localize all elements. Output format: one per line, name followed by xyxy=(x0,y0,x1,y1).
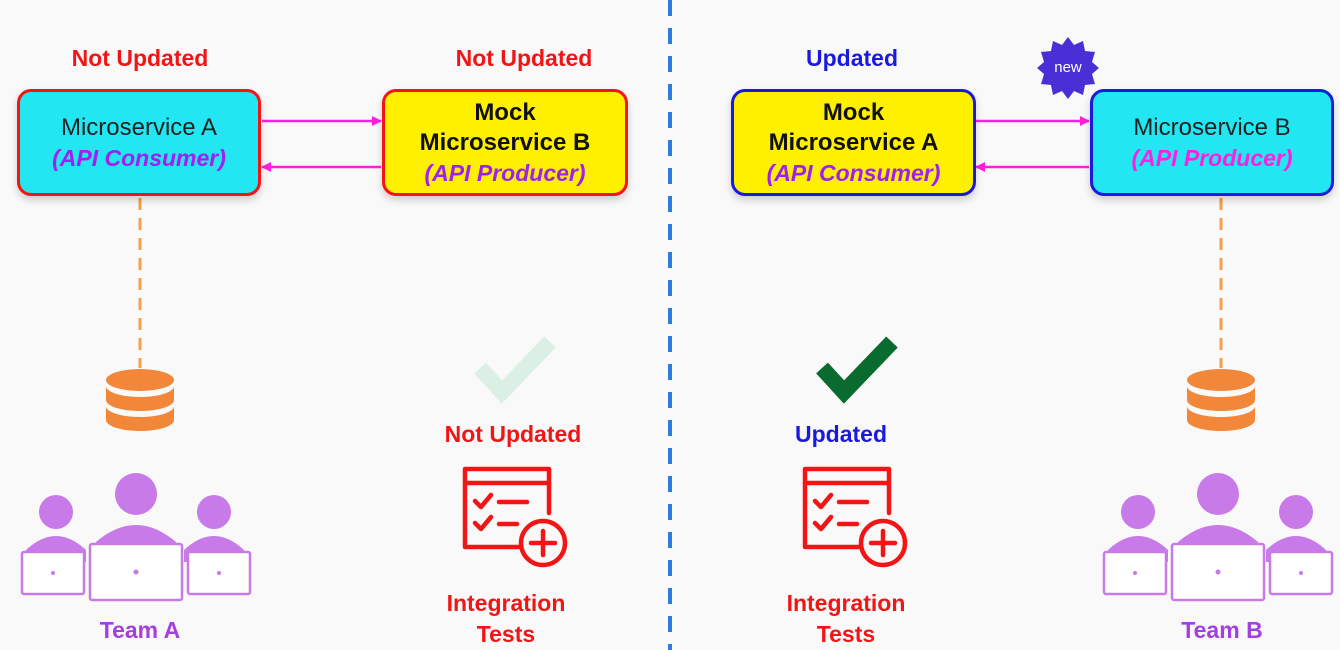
microservice-a-box: Microservice A (API Consumer) xyxy=(17,89,261,196)
mock-microservice-b-box: Mock Microservice B (API Producer) xyxy=(382,89,628,196)
microservice-b-box: Microservice B (API Producer) xyxy=(1090,89,1334,196)
microservice-b-role: (API Producer) xyxy=(1131,144,1293,171)
mock-microservice-b-role: (API Producer) xyxy=(424,159,586,186)
status-consumer-right: Updated xyxy=(806,45,898,71)
microservice-a-role: (API Consumer) xyxy=(52,144,226,171)
database-icon xyxy=(106,369,174,431)
integration-tests-icon xyxy=(462,466,568,568)
mock-microservice-a-line2: Microservice A xyxy=(768,128,939,156)
team-icon xyxy=(1102,473,1334,602)
team-icon xyxy=(20,473,252,602)
new-badge-icon: new xyxy=(1036,36,1100,100)
status-tests-right: Updated xyxy=(795,421,887,447)
database-icon xyxy=(1187,369,1255,431)
tests-label-left-line1: Integration xyxy=(446,590,566,616)
checkmark-icon xyxy=(816,336,898,404)
tests-label-right-line1: Integration xyxy=(786,590,906,616)
microservice-b-name: Microservice B xyxy=(1133,113,1291,141)
team-b-label: Team B xyxy=(1181,617,1263,643)
microservice-a-name: Microservice A xyxy=(60,113,218,141)
mock-microservice-a-line1: Mock xyxy=(822,98,885,126)
mock-microservice-a-box: Mock Microservice A (API Consumer) xyxy=(731,89,976,196)
tests-label-left-line2: Tests xyxy=(476,621,536,647)
status-consumer-left: Not Updated xyxy=(71,45,209,71)
mock-microservice-b-line2: Microservice B xyxy=(419,128,591,156)
checkmark-icon xyxy=(474,336,556,404)
tests-label-right: Integration Tests xyxy=(746,588,946,650)
mock-microservice-b-line1: Mock xyxy=(474,98,536,126)
status-tests-left: Not Updated xyxy=(444,421,582,447)
new-badge-text: new xyxy=(1054,59,1082,76)
tests-label-left: Integration Tests xyxy=(406,588,606,650)
mock-microservice-a-role: (API Consumer) xyxy=(766,159,941,186)
status-producer-left: Not Updated xyxy=(455,45,593,71)
integration-tests-icon xyxy=(802,466,908,568)
tests-label-right-line2: Tests xyxy=(816,621,876,647)
team-a-label: Team A xyxy=(99,617,181,643)
